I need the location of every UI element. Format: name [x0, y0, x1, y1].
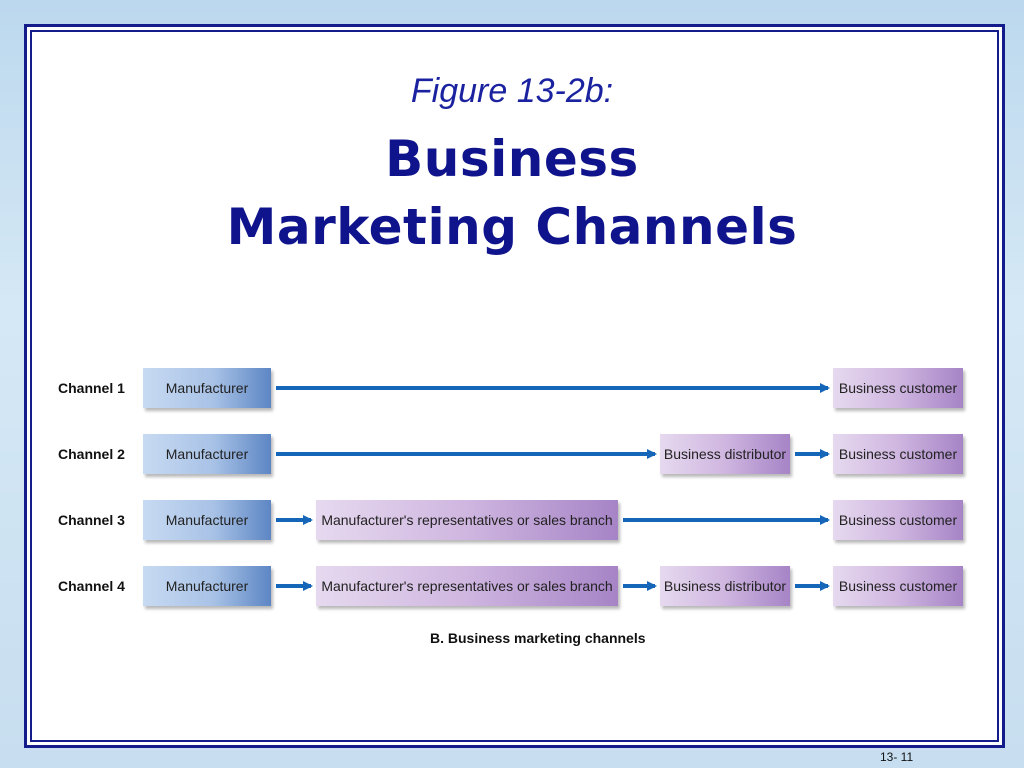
diagram-caption: B. Business marketing channels — [430, 630, 646, 646]
figure-label: Figure 13-2b: — [410, 72, 614, 110]
channel-2-business-customer: Business customer — [833, 434, 963, 474]
channel-3-label: Channel 3 — [58, 512, 125, 528]
channel-2-label: Channel 2 — [58, 446, 125, 462]
channel-4-label: Channel 4 — [58, 578, 125, 594]
page-number: 13- 11 — [880, 750, 914, 764]
slide-title-line1: Business — [385, 130, 639, 188]
channel-4-business-customer: Business customer — [833, 566, 963, 606]
channel-1-business-customer: Business customer — [833, 368, 963, 408]
channel-1-label: Channel 1 — [58, 380, 125, 396]
channel-3-manufacturer: Manufacturer — [143, 500, 271, 540]
channel-2-business-distributor: Business distributor — [660, 434, 790, 474]
channel-3-manufacturer-representatives: Manufacturer's representatives or sales … — [316, 500, 618, 540]
channel-3-business-customer: Business customer — [833, 500, 963, 540]
channel-4-business-distributor: Business distributor — [660, 566, 790, 606]
channel-4-manufacturer: Manufacturer — [143, 566, 271, 606]
channel-1-manufacturer: Manufacturer — [143, 368, 271, 408]
slide-title-line2: Marketing Channels — [226, 198, 798, 256]
channel-2-manufacturer: Manufacturer — [143, 434, 271, 474]
channel-4-manufacturer-representatives: Manufacturer's representatives or sales … — [316, 566, 618, 606]
